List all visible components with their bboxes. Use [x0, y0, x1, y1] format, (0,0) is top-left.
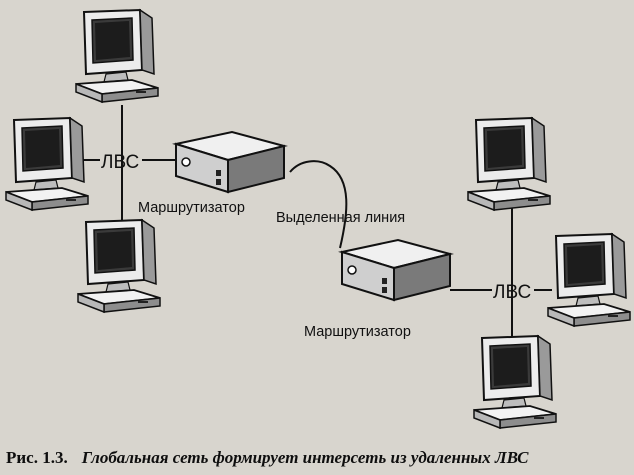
- lan-right-label: ЛВС: [493, 282, 531, 303]
- computer-top-right: [467, 117, 551, 211]
- router-right-label: Маршрутизатор: [304, 324, 411, 340]
- computer-top-left: [75, 9, 159, 103]
- router-left-label: Маршрутизатор: [138, 200, 245, 216]
- figure-number: Рис. 1.3.: [6, 448, 68, 467]
- figure-caption: Рис. 1.3. Глобальная сеть формирует интер…: [6, 448, 529, 468]
- left-network: ЛВС Маршрутизатор: [5, 9, 285, 313]
- router-left: [175, 131, 285, 193]
- router-right: [341, 239, 451, 301]
- computer-middle-left: [5, 117, 89, 211]
- leased-line-label: Выделенная линия: [276, 210, 405, 226]
- leased-line-link: Выделенная линия: [276, 160, 405, 249]
- leased-line-cable: [289, 160, 348, 249]
- computer-bottom-left: [77, 219, 161, 313]
- right-network: ЛВС Маршрутизатор: [304, 117, 631, 429]
- network-diagram: ЛВС Маршрутизатор Выделенная линия ЛВС М…: [5, 9, 631, 429]
- computer-middle-right: [547, 233, 631, 327]
- lan-left-label: ЛВС: [101, 152, 139, 173]
- computer-bottom-right: [473, 335, 557, 429]
- figure-caption-text: Глобальная сеть формирует интерсеть из у…: [81, 448, 529, 467]
